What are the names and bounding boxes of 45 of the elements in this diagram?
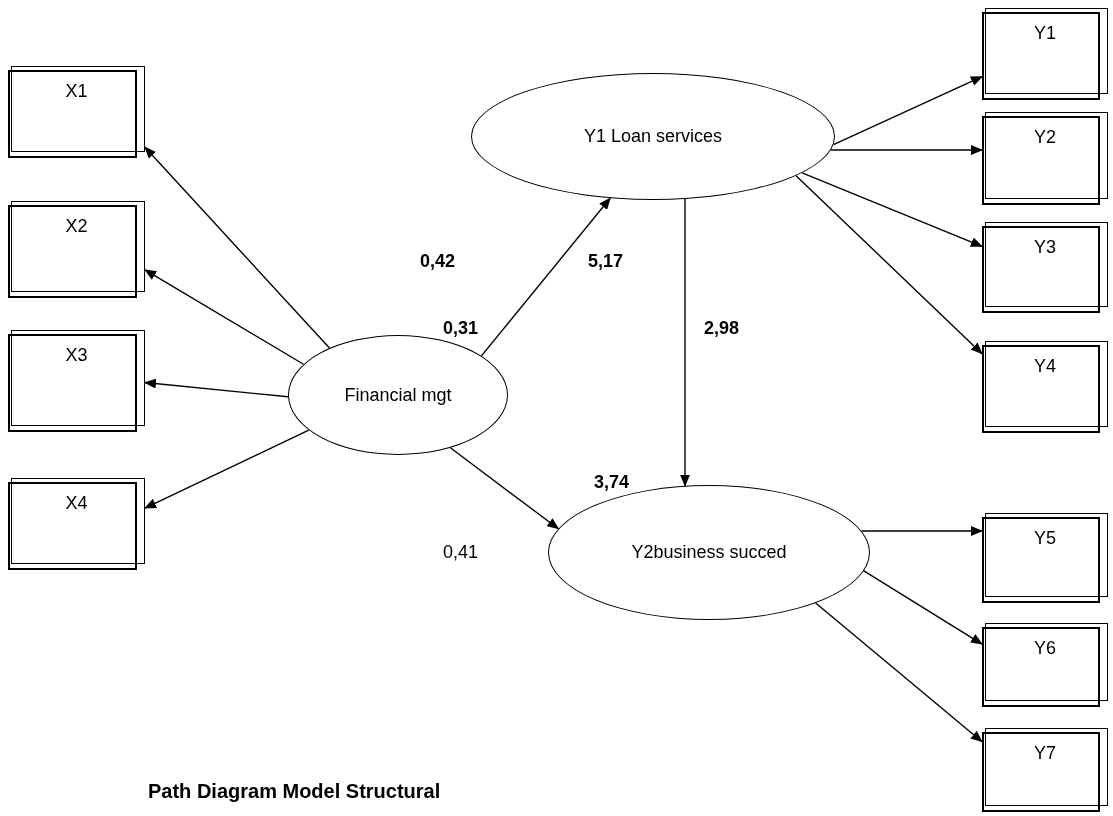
node-label: X4	[65, 492, 88, 515]
node-label: Financial mgt	[344, 383, 452, 407]
node-label: Y1 Loan services	[583, 125, 723, 148]
path-coefficient: 3,74	[594, 471, 630, 494]
node-label: Y7	[1034, 742, 1056, 765]
path-coefficient: 5,17	[588, 250, 624, 273]
indicator-box	[982, 112, 1108, 205]
arrow	[449, 447, 560, 530]
indicator-box	[8, 201, 145, 298]
arrow	[144, 429, 310, 509]
arrow	[795, 175, 983, 355]
node-label: Y5	[1034, 527, 1056, 550]
node-label: X1	[65, 80, 88, 103]
indicator-box	[8, 66, 145, 158]
indicator-box	[8, 478, 145, 570]
indicator-box	[8, 330, 145, 432]
arrow	[830, 145, 983, 155]
arrow	[144, 378, 289, 398]
indicator-box	[982, 8, 1108, 100]
node-label: X2	[65, 215, 88, 238]
indicator-box	[982, 513, 1108, 603]
indicator-box	[982, 623, 1108, 707]
node-label: Y3	[1034, 236, 1056, 259]
node-label: Y4	[1034, 355, 1056, 378]
indicator-box	[982, 341, 1108, 433]
arrow	[680, 198, 690, 487]
indicator-box	[982, 222, 1108, 313]
arrow	[144, 269, 305, 365]
path-coefficient: 2,98	[704, 317, 740, 340]
arrow	[801, 172, 983, 247]
arrow	[863, 570, 983, 645]
node-label: X3	[65, 344, 88, 367]
path-coefficient: 0,31	[443, 317, 479, 340]
caption: Path Diagram Model Structural	[148, 779, 441, 804]
node-label: Y1	[1034, 22, 1056, 45]
arrow	[860, 526, 983, 536]
indicator-box	[982, 728, 1108, 812]
path-coefficient: 0,41	[443, 541, 479, 564]
node-label: Y6	[1034, 637, 1056, 660]
path-coefficient: 0,42	[420, 250, 456, 273]
arrow	[814, 602, 983, 743]
node-label: Y2	[1034, 126, 1056, 149]
arrow	[144, 146, 331, 349]
arrow	[832, 75, 983, 146]
node-label: Y2business succed	[631, 541, 787, 564]
